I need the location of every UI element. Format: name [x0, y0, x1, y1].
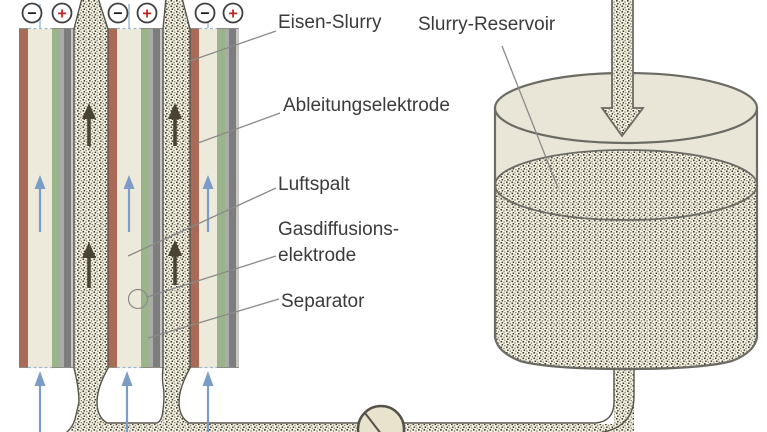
air-inlet-arrow [202, 371, 214, 432]
channel-1-left-edge [66, 0, 83, 432]
collector-electrode-strip [108, 29, 117, 368]
pump-body [356, 404, 406, 432]
iron-slurry-channel-2 [159, 0, 190, 432]
label-gasdiffusions-line1: Gasdiffusions- [278, 219, 399, 240]
leader-gasdiffusionselektrode [146, 255, 277, 298]
slurry-flow-arrows [82, 103, 182, 288]
separator-strip [236, 29, 239, 368]
gas-diffusion-electrode-strip [141, 29, 149, 368]
air-inlet-arrows [34, 371, 214, 432]
gas-diffusion-highlight-circle [127, 288, 149, 310]
separator-strip [71, 29, 74, 368]
negative-terminal [194, 2, 216, 24]
slurry-flow-arrow [168, 103, 182, 146]
label-slurry-reservoir: Slurry-Reservoir [418, 14, 556, 35]
terminal-sign: − [27, 6, 36, 23]
terminal-sign: + [142, 6, 151, 23]
negative-terminal [21, 2, 43, 24]
terminal-sign: + [57, 6, 66, 23]
leader-luftspalt [127, 187, 277, 257]
gas-diffusion-electrode-strip [217, 29, 225, 368]
air-gap-openings [28, 27, 217, 369]
reservoir-slurry-fill [495, 185, 757, 369]
separator-strip [160, 29, 163, 368]
leader-lines [127, 30, 559, 339]
air-flow-arrow [123, 175, 135, 232]
slurry-flow-arrow [168, 240, 182, 285]
positive-terminal [51, 2, 73, 24]
labels: Eisen-Slurry Slurry-Reservoir Ableitungs… [278, 12, 556, 312]
label-separator: Separator [281, 291, 365, 312]
separator-strip [149, 29, 153, 368]
separator-strip [153, 29, 160, 368]
pump [356, 404, 406, 432]
terminal-row: − + − + − + [21, 2, 244, 28]
label-gasdiffusions-line2: elektrode [278, 245, 356, 266]
separator-strip [60, 29, 64, 368]
channel-2-right-to-outlet [178, 0, 615, 424]
separator-strip [225, 29, 229, 368]
terminal-sign: − [200, 6, 209, 23]
slurry-flow-arrow [82, 103, 96, 146]
collector-electrode-strip [190, 29, 199, 368]
positive-terminal [222, 2, 244, 24]
reservoir-inlet-pipe [600, 0, 645, 138]
gas-diffusion-electrode-strip [52, 29, 60, 368]
circulation-pipe [66, 0, 635, 432]
reservoir-outline [493, 108, 759, 371]
leader-eisen-slurry [186, 30, 277, 63]
circulation-pipe-fill [100, 369, 634, 432]
air-flow-arrows [34, 175, 214, 232]
positive-terminal [136, 2, 158, 24]
separator-strip [229, 29, 236, 368]
pump-vane [364, 412, 381, 432]
terminal-sign: + [228, 6, 237, 23]
slurry-reservoir [493, 0, 759, 371]
slurry-surface [494, 149, 758, 221]
label-ableitungselektrode: Ableitungselektrode [283, 95, 450, 116]
air-flow-arrow [202, 175, 214, 232]
air-flow-arrow [34, 175, 46, 232]
terminal-sign: − [113, 6, 122, 23]
label-luftspalt: Luftspalt [278, 174, 351, 195]
air-inlet-arrow [34, 371, 46, 432]
leader-ableitungselektrode [197, 112, 281, 144]
air-inlet-arrow [121, 371, 133, 432]
negative-terminal [107, 2, 129, 24]
stack-edge-lines [19, 28, 239, 368]
label-eisen-slurry: Eisen-Slurry [278, 12, 382, 33]
channel-1-right-to-channel-2 [96, 0, 167, 424]
slurry-flow-arrow [82, 242, 96, 288]
collector-electrode-strip [19, 29, 28, 368]
leader-slurry-reservoir [501, 45, 559, 189]
leader-separator [147, 298, 280, 339]
iron-slurry-channel-1 [70, 0, 108, 432]
separator-strip [64, 29, 71, 368]
